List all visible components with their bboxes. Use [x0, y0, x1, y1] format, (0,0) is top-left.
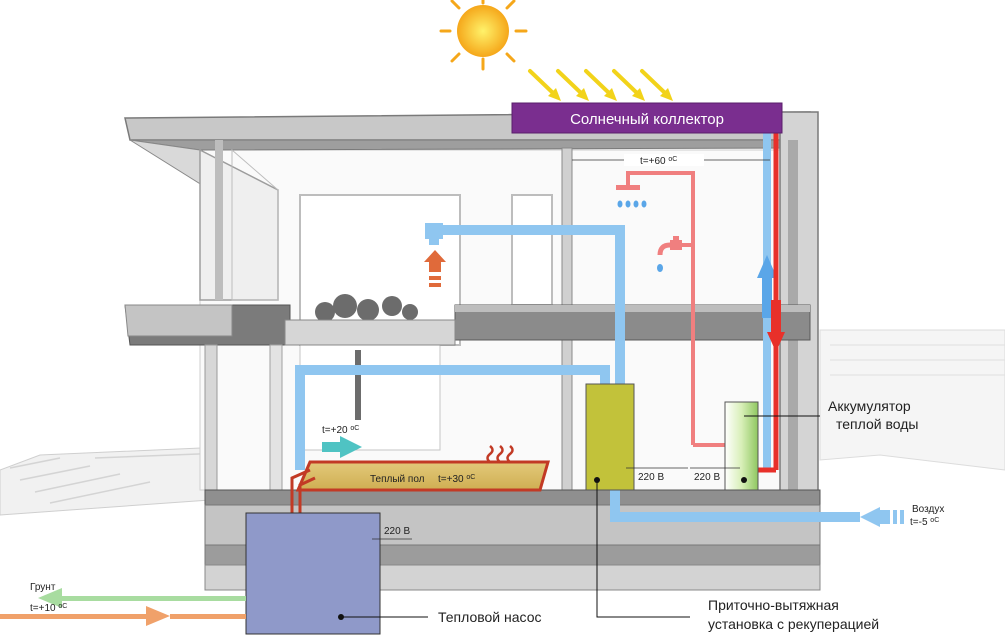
- hot-water-distribution: [626, 171, 730, 447]
- accumulator-label-line1: Аккумулятор: [828, 398, 911, 414]
- hot-temp-label: t=+60: [640, 156, 668, 167]
- ground-outflow-arrow-icon: [38, 588, 246, 608]
- heat-waves-icon: [486, 445, 514, 463]
- heat-pump-voltage-label: 220 В: [384, 526, 410, 537]
- svg-text:t=+30 оС: t=+30 оС: [438, 474, 475, 485]
- ground-label: Грунт: [30, 582, 56, 593]
- sun-rays: [528, 69, 673, 101]
- solar-collector: [511, 102, 783, 134]
- up-arrow-icon: [757, 255, 777, 278]
- ventilation-label-line1: Приточно-вытяжная: [708, 597, 839, 613]
- ground-temp-unit: оС: [58, 603, 67, 610]
- ventilation-label-line2: установка с рекуперацией: [708, 616, 879, 632]
- hot-temp-unit: оС: [668, 156, 677, 163]
- heated-floor-temp: t=+30: [438, 474, 466, 485]
- accumulator-voltage-label: 220 В: [694, 472, 720, 483]
- ventilation-unit: [585, 383, 635, 491]
- ventilation-voltage-label: 220 В: [638, 472, 664, 483]
- sun-icon: [439, 0, 528, 71]
- svg-text:t=+60 оС: t=+60 оС: [640, 156, 677, 167]
- heat-pump-label: Тепловой насос: [438, 609, 541, 625]
- room-temp-unit: оС: [350, 425, 359, 432]
- floor-heating-pipes: [290, 468, 316, 515]
- room-temp-label: t=+20: [322, 425, 350, 436]
- air-temp-unit: оС: [930, 517, 939, 524]
- solar-collector-label: Солнечный коллектор: [570, 111, 724, 128]
- room-air-arrow-icon: [322, 436, 362, 458]
- hot-temp-bg: [624, 154, 704, 166]
- svg-text:t=+10 оС: t=+10 оС: [30, 603, 67, 614]
- svg-text:t=-5 оС: t=-5 оС: [910, 517, 939, 528]
- air-temp-label: t=-5: [910, 517, 930, 528]
- heated-floor-label: Теплый пол: [370, 474, 425, 485]
- svg-text:t=+20 оС: t=+20 оС: [322, 425, 359, 436]
- building: [0, 111, 1005, 591]
- tap-icon: [657, 236, 682, 272]
- air-inlet-arrow-icon: [860, 507, 904, 527]
- air-outlet: [425, 223, 443, 239]
- warm-air-up-arrow-icon: [424, 250, 446, 287]
- air-label-line1: Воздух: [912, 504, 944, 515]
- ground-temp-label: t=+10: [30, 603, 58, 614]
- hot-water-accumulator: [724, 401, 759, 491]
- heat-pump: [245, 512, 381, 635]
- heated-floor: [295, 460, 550, 492]
- down-arrow-icon: [767, 332, 785, 352]
- heated-floor-temp-unit: оС: [466, 474, 475, 481]
- ground-inflow-arrow-icon: [0, 606, 246, 626]
- cold-air-duct: [295, 225, 860, 522]
- tree: [315, 294, 418, 420]
- accumulator-label-line2: теплой воды: [836, 416, 918, 432]
- shower-icon: [616, 185, 647, 208]
